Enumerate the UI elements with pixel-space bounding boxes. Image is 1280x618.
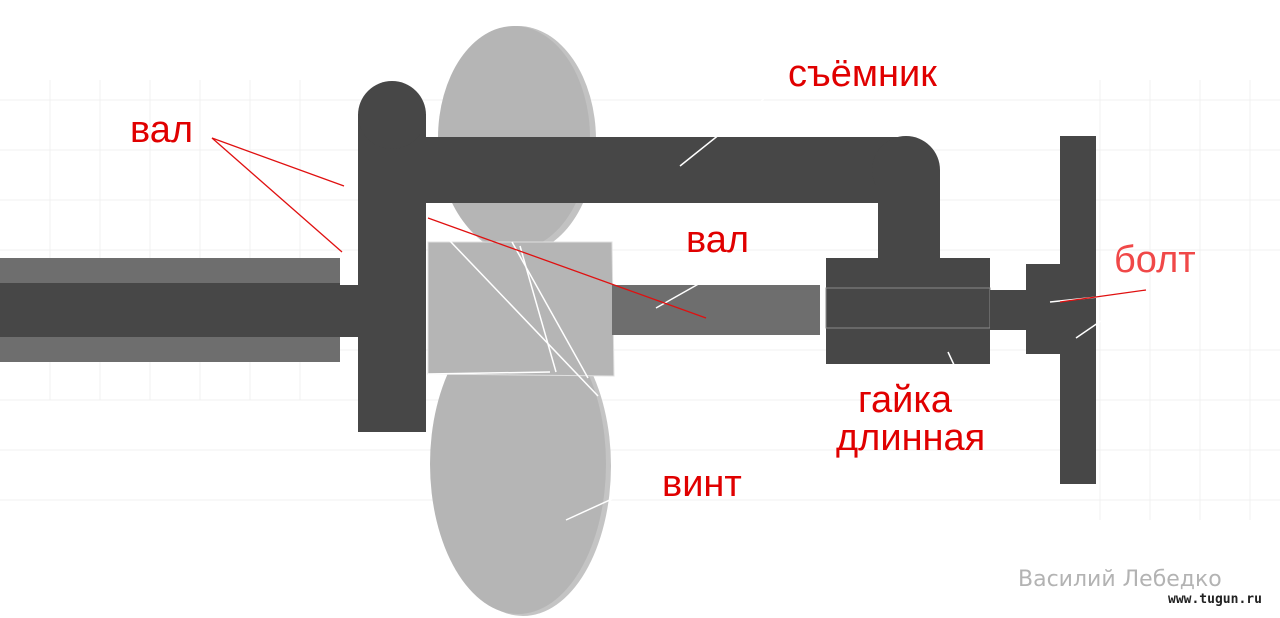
central-shaft — [612, 285, 820, 335]
puller-arm-vertical — [358, 114, 426, 432]
author-credit: Василий Лебедко — [1018, 567, 1222, 592]
bolt-shank — [990, 290, 1028, 330]
white-leader-lines — [427, 85, 1147, 521]
label-propeller: винт — [662, 463, 742, 505]
label-shaft-left: вал — [130, 109, 194, 151]
label-long-nut-line1: гайка — [858, 379, 952, 421]
label-shaft-center: вал — [686, 219, 750, 261]
bolt-handle — [1060, 136, 1096, 484]
site-watermark: www.tugun.ru — [1168, 592, 1262, 607]
propeller-hub — [427, 241, 615, 377]
label-long-nut-line2: длинная — [836, 417, 986, 459]
long-nut — [826, 258, 990, 364]
red-leader-lines — [211, 137, 1147, 319]
propeller-blade-bottom — [430, 314, 606, 614]
label-bolt: болт — [1114, 239, 1196, 281]
left-shaft-neck — [338, 285, 360, 337]
puller-bar-horizontal — [426, 137, 906, 203]
label-puller: съёмник — [788, 53, 937, 95]
puller-arm-vertical-cap — [358, 81, 426, 149]
puller-bar-down-leg — [878, 170, 940, 262]
bolt-head — [1026, 264, 1064, 354]
left-shaft-core — [0, 283, 340, 337]
